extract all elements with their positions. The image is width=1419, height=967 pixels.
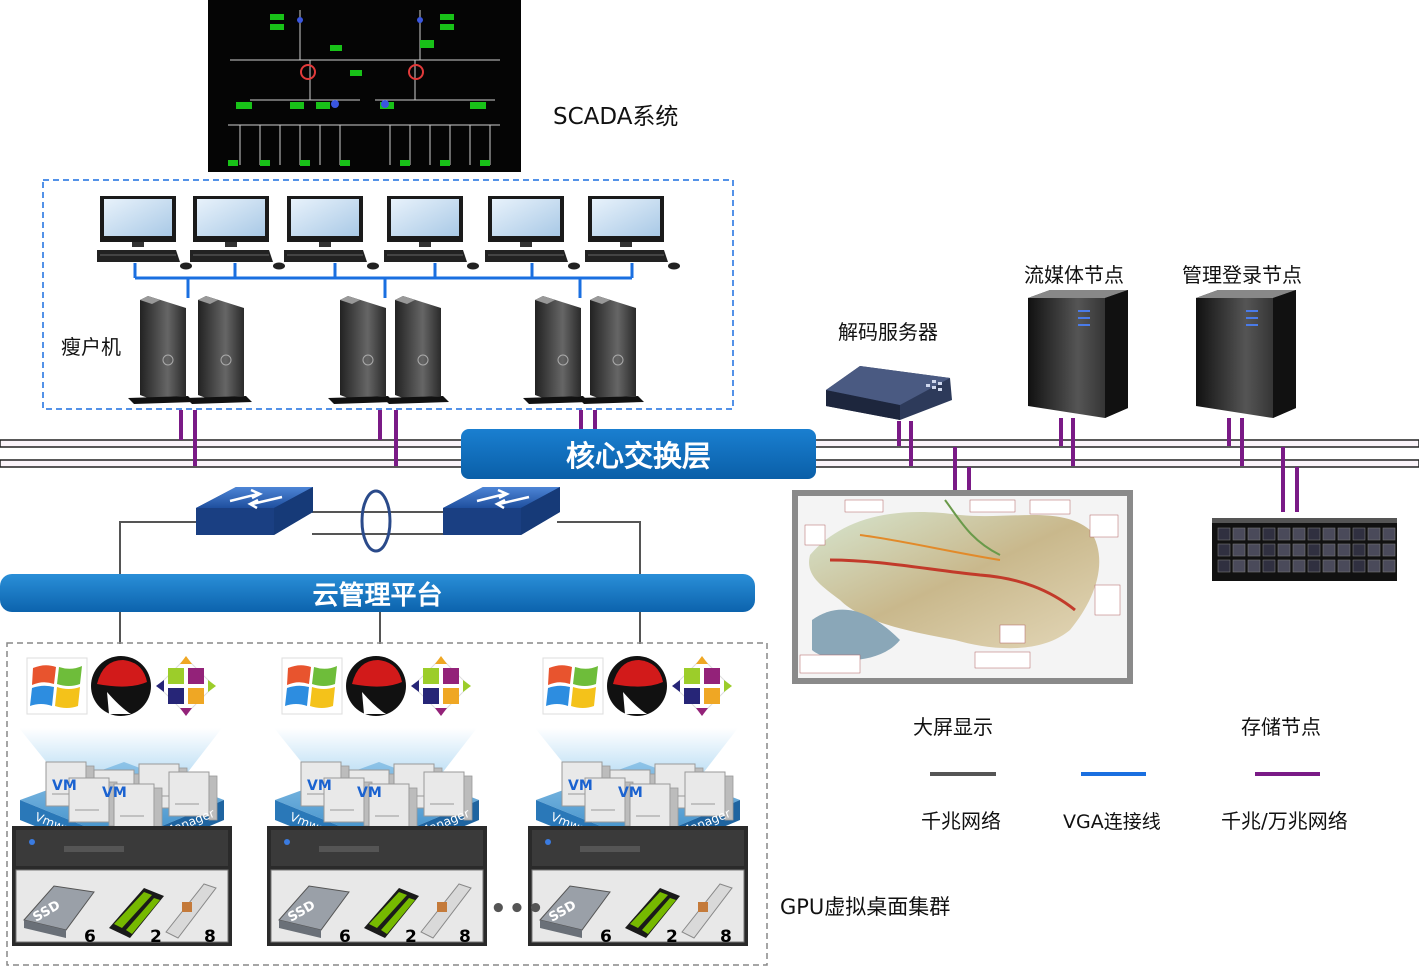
scada-label: SCADA系统 (553, 104, 678, 130)
legend-label-vga: VGA连接线 (1063, 811, 1161, 833)
vm-server (68, 777, 118, 827)
switch-left (196, 487, 313, 535)
vga-wiring (133, 263, 634, 298)
streaming-node-tower (1028, 290, 1128, 418)
centos-logo-icon (411, 656, 471, 716)
thin-client-3 (328, 296, 394, 404)
storage-node-label: 存储节点 (1241, 715, 1321, 739)
vm-server (113, 783, 163, 833)
thin-client-4 (383, 296, 449, 404)
thin-client-group (42, 179, 734, 410)
big-screen-label: 大屏显示 (913, 715, 993, 739)
monitor-2 (190, 196, 285, 270)
windows-logo-icon (542, 657, 604, 715)
core-switch-layer-banner: 核心交换层 (461, 429, 816, 479)
monitor-3 (284, 196, 379, 270)
cloud-wiring (119, 511, 641, 644)
gpu-cluster-unit-3: VMVMVmware VsphereVGPU ManagerSSD628 (528, 656, 748, 947)
gpu-card-icon (109, 888, 164, 938)
vm-label: VM (102, 785, 127, 801)
gpu-server-chassis (12, 826, 232, 946)
ssd-count: 6 (600, 927, 612, 947)
ssd-icon (539, 885, 611, 938)
vm-label: VM (618, 785, 643, 801)
big-screen-display (792, 490, 1133, 684)
ssd-icon (278, 885, 350, 938)
thin-client-5 (523, 296, 589, 404)
decode-server-device (826, 366, 952, 420)
vm-server (368, 783, 418, 833)
mgmt-login-node-tower (1196, 290, 1296, 418)
windows-logo-icon (281, 657, 343, 715)
gpu-count: 2 (666, 927, 678, 947)
vm-label: VM (52, 778, 77, 794)
mgmt-login-node-label: 管理登录节点 (1182, 263, 1302, 287)
legend-label-10g: 千兆/万兆网络 (1221, 809, 1348, 833)
ssd-count: 6 (84, 927, 96, 947)
gpu-cluster-units: VMVMVmware VsphereVGPU ManagerSSD628VMVM… (12, 656, 748, 947)
nic-count: 8 (720, 927, 732, 947)
thin-client-1 (128, 296, 194, 404)
thin-client-2 (186, 296, 252, 404)
centos-logo-icon (672, 656, 732, 716)
monitor-row (97, 196, 680, 270)
thin-client-row (128, 296, 644, 404)
ssd-icon (23, 885, 95, 938)
redhat-logo-icon (607, 656, 667, 716)
vm-server (584, 777, 634, 827)
legend-label-gigabit: 千兆网络 (921, 809, 1001, 833)
thin-client-label: 瘦户机 (61, 335, 121, 359)
nic-count: 8 (459, 927, 471, 947)
monitor-5 (485, 196, 580, 270)
vm-label: VM (307, 778, 332, 794)
vm-server (168, 771, 218, 821)
nic-card-icon (681, 883, 733, 939)
switch-right (443, 487, 560, 535)
network-links (179, 410, 1299, 512)
vm-server (684, 771, 734, 821)
gpu-count: 2 (150, 927, 162, 947)
link-aggregation-ring (360, 489, 392, 553)
gpu-card-icon (364, 888, 419, 938)
vm-server (423, 771, 473, 821)
gpu-card-icon (625, 888, 680, 938)
vm-label: VM (357, 785, 382, 801)
gpu-cluster-group (6, 642, 768, 966)
gpu-cluster-unit-1: VMVMVmware VsphereVGPU ManagerSSD628 (12, 656, 232, 947)
monitor-4 (384, 196, 479, 270)
redhat-logo-icon (91, 656, 151, 716)
redhat-logo-icon (346, 656, 406, 716)
vm-server (629, 783, 679, 833)
storage-node-rack (1212, 518, 1397, 581)
vm-server (323, 777, 373, 827)
windows-logo-icon (26, 657, 88, 715)
nic-count: 8 (204, 927, 216, 947)
nic-card-icon (420, 883, 472, 939)
decode-server-label: 解码服务器 (838, 320, 938, 344)
scada-screen (208, 0, 521, 172)
gpu-count: 2 (405, 927, 417, 947)
cloud-management-banner: 云管理平台 (0, 574, 755, 612)
vm-label: VM (568, 778, 593, 794)
monitor-1 (97, 196, 192, 270)
nic-card-icon (165, 883, 217, 939)
thin-client-6 (578, 296, 644, 404)
streaming-node-label: 流媒体节点 (1024, 263, 1124, 287)
more-clusters-ellipsis: ••• (490, 894, 546, 924)
centos-logo-icon (156, 656, 216, 716)
ssd-count: 6 (339, 927, 351, 947)
monitor-6 (585, 196, 680, 270)
gpu-cluster-unit-2: VMVMVmware VsphereVGPU ManagerSSD628 (267, 656, 487, 947)
gpu-cluster-label: GPU虚拟桌面集群 (780, 895, 951, 919)
